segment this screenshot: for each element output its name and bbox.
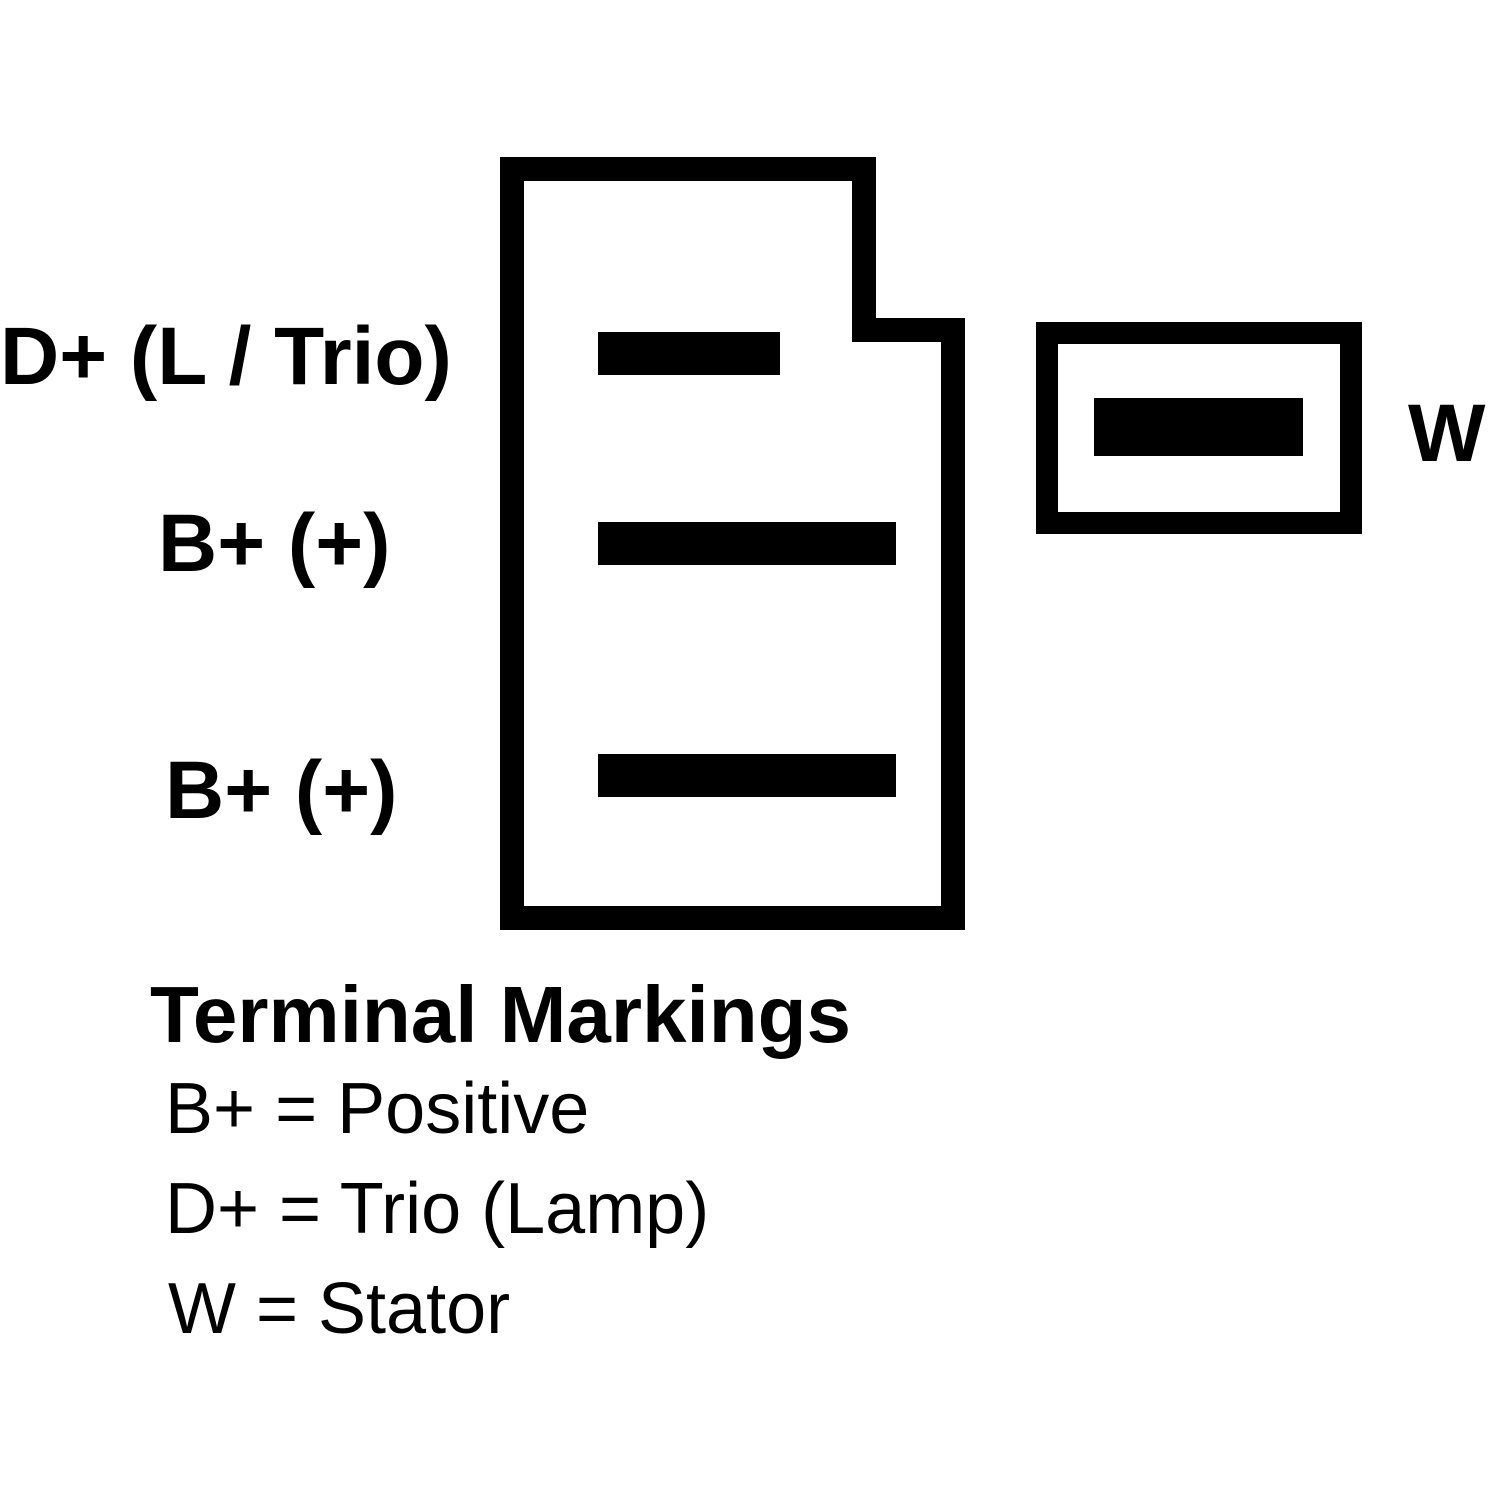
label-d-plus: D+ (L / Trio) (0, 311, 452, 402)
terminal-blade-b-plus-upper (598, 522, 896, 565)
terminal-blade-d-plus (598, 332, 780, 375)
legend-entry-d-plus: D+ = Trio (Lamp) (165, 1169, 710, 1249)
label-b-plus-upper: B+ (+) (158, 498, 391, 589)
main-connector-housing (500, 157, 965, 930)
terminal-blade-b-plus-lower (598, 754, 896, 797)
legend-title: Terminal Markings (150, 970, 851, 1059)
terminal-blade-w (1094, 398, 1303, 456)
label-b-plus-lower: B+ (+) (165, 745, 398, 836)
label-w: W (1408, 388, 1486, 479)
w-connector-housing (1036, 322, 1362, 534)
legend-entry-w: W = Stator (168, 1269, 511, 1349)
legend-entry-b-plus: B+ = Positive (165, 1069, 590, 1149)
